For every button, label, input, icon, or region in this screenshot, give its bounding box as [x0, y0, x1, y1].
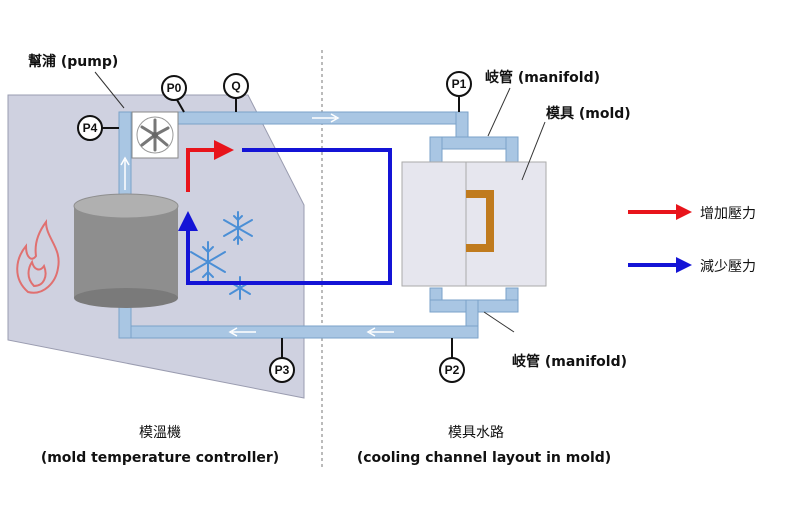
- snowflake-icon: [190, 211, 253, 300]
- pump-label: 幫浦 (pump): [28, 53, 118, 70]
- gauge-p4-label: P4: [83, 121, 98, 135]
- manifold-bottom-label: 岐管 (manifold): [512, 353, 627, 370]
- gauge-q-label: Q: [231, 79, 240, 93]
- controller-title-en: (mold temperature controller): [41, 450, 279, 466]
- gauge-p4: P4: [77, 115, 119, 141]
- controller-title-zh: 模溫機: [139, 425, 181, 441]
- gauge-p0: P0: [161, 75, 187, 113]
- callout-lines: [94, 71, 546, 333]
- gauge-p3: P3: [269, 338, 295, 383]
- manifold-top-label: 岐管 (manifold): [485, 69, 600, 86]
- legend: 增加壓力 減少壓力: [628, 204, 756, 275]
- channel-title-en: (cooling channel layout in mold): [357, 450, 611, 466]
- legend-decrease-label: 減少壓力: [700, 258, 756, 275]
- mold-core: [466, 190, 494, 252]
- legend-increase: 增加壓力: [628, 204, 756, 222]
- pipe-network: [118, 111, 519, 339]
- legend-decrease: 減少壓力: [628, 257, 756, 275]
- tank: [73, 193, 179, 308]
- gauge-p1: P1: [446, 71, 472, 112]
- fan-icon: [131, 111, 179, 159]
- pressure-decrease-path: [178, 148, 392, 285]
- mold: [401, 161, 547, 287]
- flame-icon: [16, 219, 60, 294]
- gauge-q: Q: [223, 73, 249, 112]
- gauge-p3-label: P3: [275, 363, 290, 377]
- pressure-increase-path: [186, 140, 234, 192]
- gauge-p1-label: P1: [452, 77, 467, 91]
- mold-label: 模具 (mold): [546, 105, 631, 122]
- gauge-p0-label: P0: [167, 81, 182, 95]
- flow-arrows: [120, 113, 394, 337]
- legend-increase-label: 增加壓力: [700, 206, 756, 222]
- channel-title-zh: 模具水路: [448, 425, 504, 441]
- gauge-p2: P2: [439, 338, 465, 383]
- gauge-p2-label: P2: [445, 363, 460, 377]
